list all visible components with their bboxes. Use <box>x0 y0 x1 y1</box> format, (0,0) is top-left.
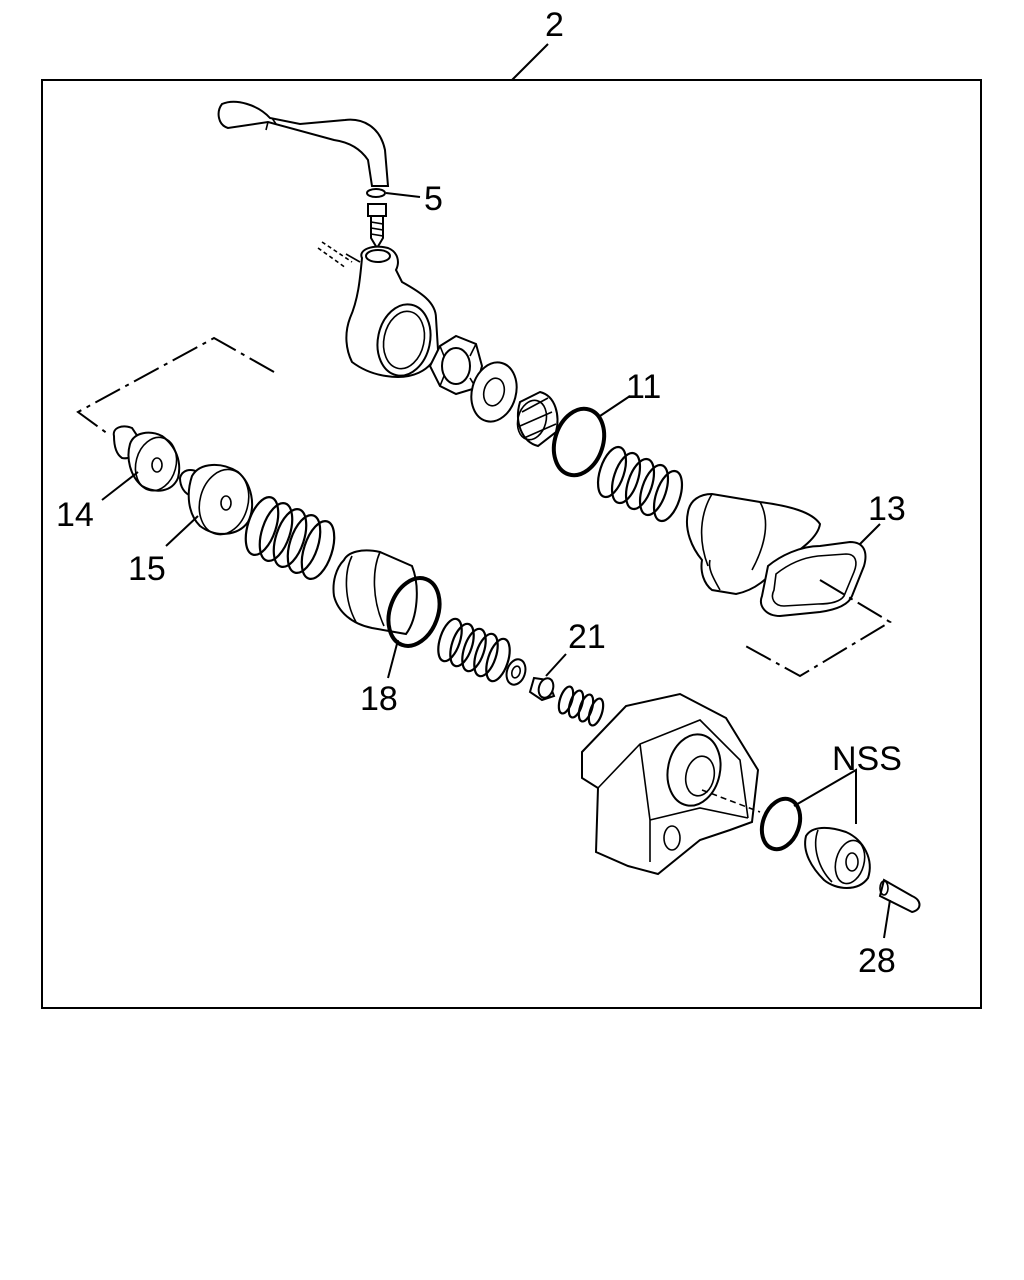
callout-14-leader <box>101 471 139 501</box>
callout-14: 14 <box>56 496 94 534</box>
piston-sleeve <box>332 549 418 636</box>
washer <box>470 361 518 423</box>
callout-21-leader <box>545 653 567 677</box>
small-ring <box>505 658 527 686</box>
castle-nut <box>428 334 484 396</box>
valve-plug <box>804 826 871 889</box>
callout-nss-leader <box>793 768 857 824</box>
callout-13-leader <box>859 523 881 545</box>
lower-spring-left <box>244 496 336 580</box>
phantom-line-right <box>741 579 892 678</box>
callout-11: 11 <box>626 368 661 406</box>
callout-5: 5 <box>424 180 443 218</box>
pin-28 <box>878 878 921 914</box>
callout-5-leader <box>385 192 421 198</box>
gasket-13 <box>760 540 867 618</box>
callout-21: 21 <box>568 618 606 656</box>
small-spring <box>557 685 605 727</box>
callout-15-leader <box>165 515 199 547</box>
upper-spring <box>596 445 684 523</box>
assembly-frame <box>41 79 982 1009</box>
bearing <box>516 390 559 448</box>
pin <box>317 241 361 269</box>
valve-body <box>581 692 761 876</box>
lower-spring-mid <box>437 617 511 683</box>
callout-11-leader <box>599 395 631 417</box>
callout-nss: NSS <box>832 740 902 778</box>
plunger-21 <box>528 676 556 702</box>
callout-18-leader <box>387 639 399 679</box>
callout-13: 13 <box>868 490 906 528</box>
assembly-leader <box>511 43 549 81</box>
piston-14 <box>112 425 181 492</box>
callout-28-leader <box>883 899 891 939</box>
snap-ring-5 <box>366 188 386 198</box>
piston-15 <box>178 464 254 536</box>
callout-28: 28 <box>858 942 896 980</box>
shift-arm-housing <box>345 245 440 378</box>
phantom-line-left <box>76 336 275 435</box>
bolt <box>367 203 387 250</box>
assembly-label: 2 <box>545 6 564 44</box>
o-ring-18 <box>386 576 442 648</box>
o-ring-11 <box>551 406 607 478</box>
o-ring-nss <box>759 796 803 852</box>
shift-lever <box>217 100 390 187</box>
callout-15: 15 <box>128 550 166 588</box>
callout-18: 18 <box>360 680 398 718</box>
